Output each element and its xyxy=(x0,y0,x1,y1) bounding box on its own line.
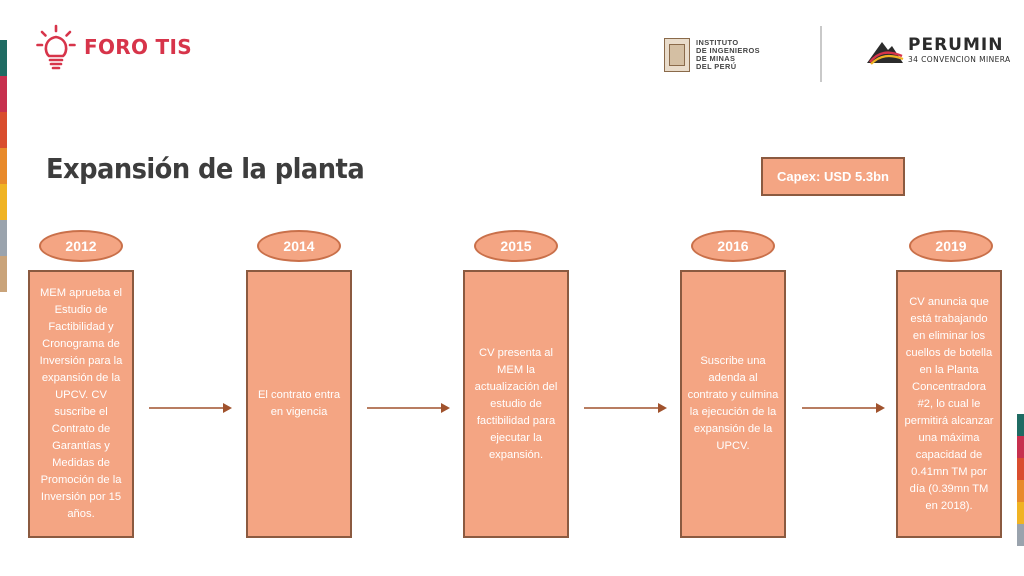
year-badge-2014: 2014 xyxy=(257,230,341,262)
timeline-card-text: CV anuncia que está trabajando en elimin… xyxy=(904,295,994,512)
capex-box: Capex: USD 5.3bn xyxy=(761,157,905,196)
timeline-card-2016: Suscribe una adenda al contrato y culmin… xyxy=(680,270,786,538)
timeline-card-2015: CV presenta al MEM la actualización del … xyxy=(463,270,569,538)
brand-name: FORO TIS xyxy=(84,35,192,59)
page-title: Expansión de la planta xyxy=(46,152,365,185)
timeline-card-text: CV presenta al MEM la actualización del … xyxy=(474,346,558,461)
timeline-card-text: Suscribe una adenda al contrato y culmin… xyxy=(687,355,779,452)
lightbulb-icon xyxy=(36,24,76,70)
timeline-card-2014: El contrato entra en vigencia xyxy=(246,270,352,538)
arrow-right-icon xyxy=(149,403,232,413)
header-divider xyxy=(820,26,822,82)
institute-seal-icon xyxy=(664,38,690,72)
foro-tis-logo: FORO TIS xyxy=(36,24,192,70)
year-badge-2015: 2015 xyxy=(474,230,558,262)
timeline-card-text: El contrato entra en vigencia xyxy=(257,389,341,418)
institute-logo: INSTITUTO DE INGENIEROS DE MINAS DEL PER… xyxy=(664,38,760,72)
year-badge-2019: 2019 xyxy=(909,230,993,262)
arrow-right-icon xyxy=(802,403,885,413)
arrow-right-icon xyxy=(584,403,667,413)
year-badge-2012: 2012 xyxy=(39,230,123,262)
perumin-logo: PERUMIN 34 CONVENCION MINERA xyxy=(866,36,1011,66)
timeline-card-2019: CV anuncia que está trabajando en elimin… xyxy=(896,270,1002,538)
perumin-subtitle: 34 CONVENCION MINERA xyxy=(908,55,1011,64)
timeline-card-2012: MEM aprueba el Estudio de Factibilidad y… xyxy=(28,270,134,538)
year-badge-2016: 2016 xyxy=(691,230,775,262)
right-color-strip xyxy=(1017,414,1024,546)
arrow-right-icon xyxy=(367,403,450,413)
left-color-strip xyxy=(0,40,7,292)
institute-name: INSTITUTO DE INGENIEROS DE MINAS DEL PER… xyxy=(696,38,760,71)
mountain-icon xyxy=(867,42,904,65)
perumin-name: PERUMIN xyxy=(908,35,1004,55)
timeline-card-text: MEM aprueba el Estudio de Factibilidad y… xyxy=(39,287,123,520)
